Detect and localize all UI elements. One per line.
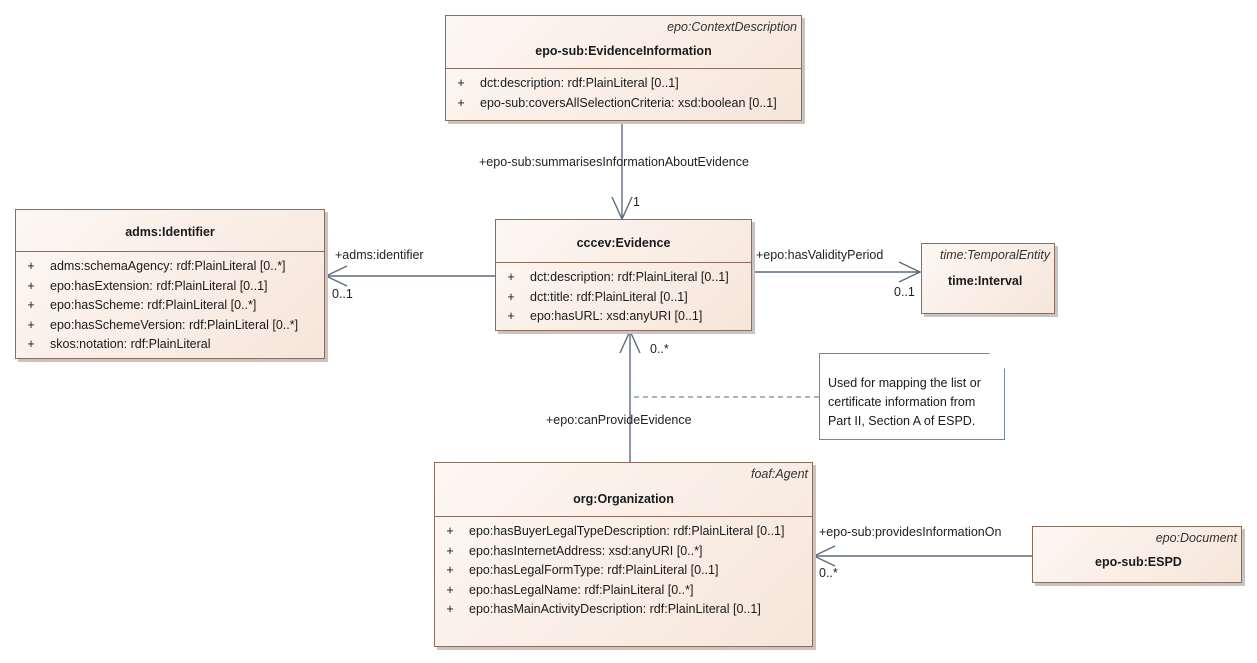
class-name: org:Organization bbox=[573, 492, 674, 506]
class-name: time:Interval bbox=[948, 274, 1023, 288]
validity-role: +epo:hasValidityPeriod bbox=[756, 248, 884, 262]
provides-info-arrowhead bbox=[812, 545, 836, 567]
note-line: Part II, Section A of ESPD. bbox=[828, 414, 976, 428]
note-line: Used for mapping the list or bbox=[828, 376, 981, 390]
identifier-role: +adms:identifier bbox=[335, 248, 424, 262]
attribute-compartment: +dct:description: rdf:PlainLiteral [0..1… bbox=[496, 262, 751, 327]
attribute-compartment: +epo:hasBuyerLegalTypeDescription: rdf:P… bbox=[435, 516, 812, 620]
class-espd[interactable]: epo:Document epo-sub:ESPD bbox=[1032, 526, 1242, 583]
attribute: +epo:hasMainActivityDescription: rdf:Pla… bbox=[446, 602, 761, 616]
attribute: +epo:hasExtension: rdf:PlainLiteral [0..… bbox=[27, 278, 268, 293]
class-organization[interactable]: foaf:Agent org:Organization +epo:hasBuye… bbox=[434, 462, 813, 647]
class-name: epo-sub:ESPD bbox=[1095, 555, 1182, 569]
note[interactable]: Used for mapping the list or certificate… bbox=[819, 353, 1005, 440]
attribute-compartment: +dct:description: rdf:PlainLiteral [0..1… bbox=[446, 68, 801, 113]
class-evidence[interactable]: cccev:Evidence +dct:description: rdf:Pla… bbox=[495, 219, 752, 331]
provides-info-role: +epo-sub:providesInformationOn bbox=[819, 525, 1002, 539]
can-provide-multiplicity: 0..* bbox=[650, 342, 669, 356]
attribute: +epo:hasURL: xsd:anyURI [0..1] bbox=[507, 309, 703, 323]
stereotype: epo:ContextDescription bbox=[667, 20, 797, 34]
can-provide-arrowhead bbox=[619, 329, 641, 354]
identifier-arrowhead bbox=[324, 265, 348, 287]
class-name: cccev:Evidence bbox=[576, 236, 671, 250]
identifier-multiplicity: 0..1 bbox=[332, 287, 353, 301]
attribute: +dct:title: rdf:PlainLiteral [0..1] bbox=[507, 289, 688, 304]
summarises-role: +epo-sub:summarisesInformationAboutEvide… bbox=[479, 155, 749, 169]
attribute: +epo:hasBuyerLegalTypeDescription: rdf:P… bbox=[446, 524, 785, 538]
validity-multiplicity: 0..1 bbox=[894, 285, 915, 299]
attribute: +epo:hasLegalName: rdf:PlainLiteral [0..… bbox=[446, 582, 694, 597]
class-identifier[interactable]: adms:Identifier +adms:schemaAgency: rdf:… bbox=[15, 209, 325, 359]
class-name: adms:Identifier bbox=[125, 225, 215, 239]
attribute: +epo:hasScheme: rdf:PlainLiteral [0..*] bbox=[27, 298, 257, 312]
note-line: certificate information from bbox=[828, 395, 976, 409]
can-provide-role: +epo:canProvideEvidence bbox=[546, 413, 692, 427]
summarises-multiplicity: 1 bbox=[633, 195, 640, 209]
provides-info-multiplicity: 0..* bbox=[819, 566, 838, 580]
attribute: +skos:notation: rdf:PlainLiteral bbox=[27, 337, 211, 351]
attribute-compartment: +adms:schemaAgency: rdf:PlainLiteral [0.… bbox=[16, 251, 324, 355]
attribute: +epo-sub:coversAllSelectionCriteria: xsd… bbox=[457, 95, 777, 110]
attribute: +adms:schemaAgency: rdf:PlainLiteral [0.… bbox=[27, 259, 286, 273]
stereotype: foaf:Agent bbox=[751, 467, 808, 481]
attribute: +dct:description: rdf:PlainLiteral [0..1… bbox=[457, 76, 679, 90]
stereotype: epo:Document bbox=[1155, 531, 1237, 545]
attribute: +epo:hasSchemeVersion: rdf:PlainLiteral … bbox=[27, 317, 299, 332]
attribute: +epo:hasInternetAddress: xsd:anyURI [0..… bbox=[446, 543, 703, 558]
validity-arrowhead bbox=[898, 261, 922, 283]
attribute: +epo:hasLegalFormType: rdf:PlainLiteral … bbox=[446, 563, 719, 577]
stereotype: time:TemporalEntity bbox=[940, 248, 1050, 262]
class-name: epo-sub:EvidenceInformation bbox=[535, 44, 712, 58]
attribute: +dct:description: rdf:PlainLiteral [0..1… bbox=[507, 270, 729, 284]
class-evidence-information[interactable]: epo:ContextDescription epo-sub:EvidenceI… bbox=[445, 15, 802, 121]
class-interval[interactable]: time:TemporalEntity time:Interval bbox=[921, 243, 1055, 314]
